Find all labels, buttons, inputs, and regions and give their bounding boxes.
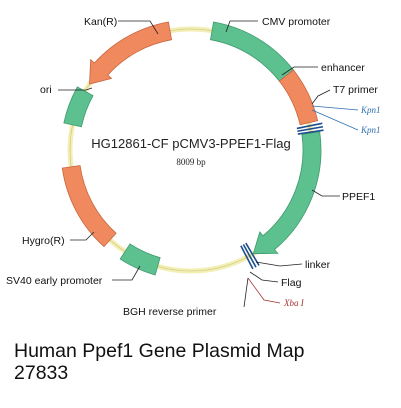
tick-t7-primer-1 [297, 125, 324, 133]
label-sv40-early-promoter: SV40 early promoter [6, 275, 103, 287]
leader-bgh-reverse-primer [243, 277, 249, 308]
leader-sv40 [112, 265, 141, 281]
label-cmv-promoter: CMV promoter [262, 16, 331, 28]
segment-hygro-r [61, 165, 117, 248]
leader-t7-primer [311, 89, 331, 105]
plasmid-caption: Human Ppef1 Gene Plasmid Map 27833 [14, 340, 394, 384]
leader-linker [255, 261, 303, 267]
leader-cmv-promoter [225, 20, 258, 33]
tick-linker-flag-0 [245, 242, 260, 266]
site-kpn1-a: Kpn1 [360, 105, 381, 115]
segment-enhancer [278, 69, 319, 126]
label-t7-primer: T7 primer [333, 84, 378, 96]
label-hygro-r: Hygro(R) [22, 235, 65, 247]
tick-linker-flag-2 [240, 245, 254, 270]
label-linker: linker [305, 259, 331, 271]
segment-ppef1 [252, 131, 322, 255]
leader-ori [58, 87, 93, 91]
tick-t7-primer-0 [296, 122, 323, 130]
leader-kpn1-b [311, 109, 359, 131]
segment-sv40-early-promoter [119, 243, 161, 276]
label-flag: Flag [281, 277, 302, 289]
segment-kan-r [89, 21, 173, 85]
leader-kpn1-a [311, 105, 359, 111]
label-ppef1: PPEF1 [342, 191, 375, 203]
tick-linker-flag-1 [242, 244, 257, 268]
plasmid-map: Kan(R) CMV promoter enhancer ori T7 prim… [6, 16, 381, 318]
site-xba1: Xba I [283, 298, 305, 308]
plasmid-size: 8009 bp [176, 157, 206, 167]
caption-title: Human Ppef1 Gene Plasmid Map [14, 340, 305, 362]
label-ori: ori [40, 84, 52, 96]
leader-flag [249, 271, 279, 283]
marker-ticks [240, 122, 324, 270]
plasmid-title: HG12861-CF pCMV3-PPEF1-Flag [91, 136, 290, 151]
tick-t7-primer-2 [297, 129, 324, 135]
segment-cmv-promoter [209, 21, 295, 82]
label-leader-lines [58, 20, 359, 308]
leader-ppef1 [311, 189, 340, 197]
leader-hygro-r [70, 231, 95, 241]
caption-id: 27833 [14, 362, 69, 384]
leader-xba1 [247, 277, 281, 304]
leader-enhancer [281, 66, 318, 76]
leader-kan-r [118, 20, 159, 35]
label-bgh-reverse-primer: BGH reverse primer [123, 306, 217, 318]
label-kan-r: Kan(R) [84, 16, 117, 28]
site-kpn1-b: Kpn1 [360, 125, 381, 135]
label-enhancer: enhancer [321, 62, 365, 74]
segment-ori [63, 86, 94, 128]
feature-segments [61, 21, 322, 276]
